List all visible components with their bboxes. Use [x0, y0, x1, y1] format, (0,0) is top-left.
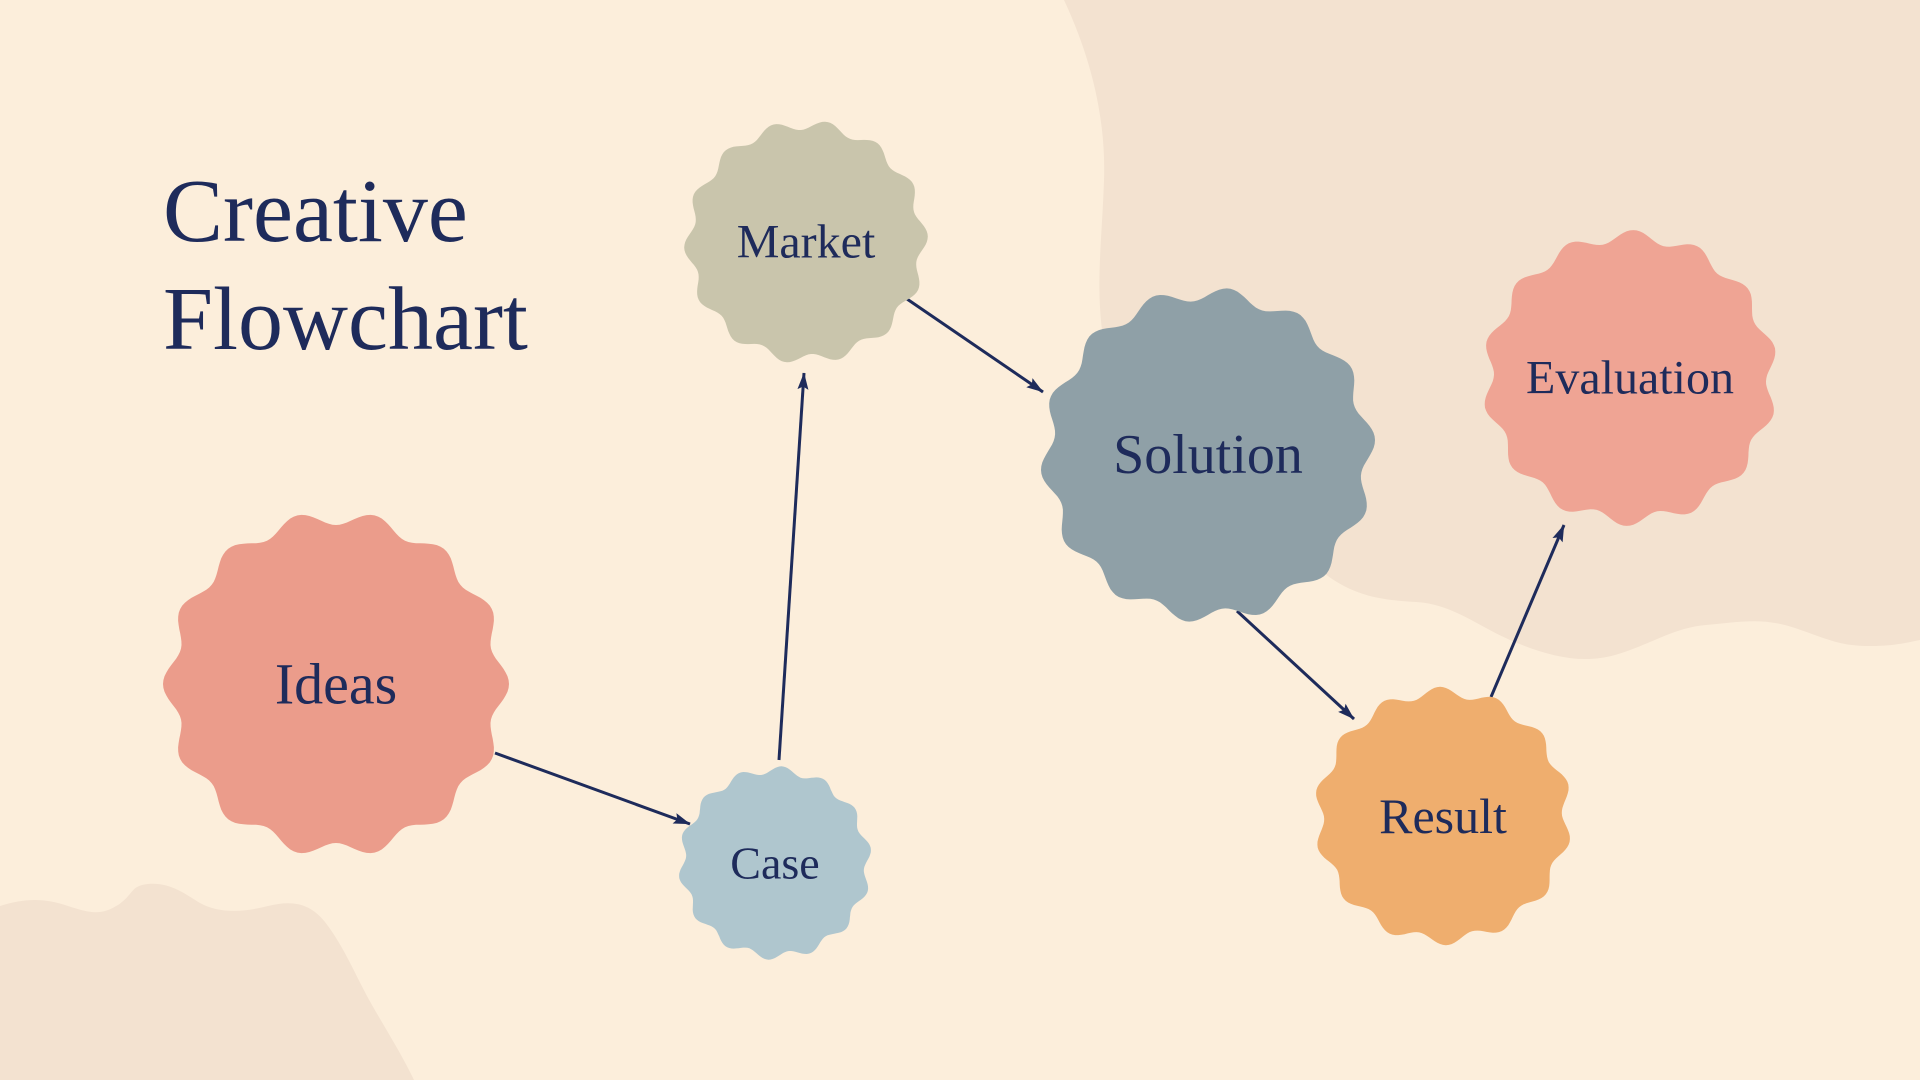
node-solution	[1041, 288, 1375, 622]
node-result	[1316, 686, 1570, 946]
node-ideas-label: Ideas	[275, 652, 397, 717]
background-blob-bottom-left	[0, 883, 414, 1080]
page-title-line-2: Flowchart	[163, 270, 528, 369]
arrow-result-evaluation	[1489, 524, 1566, 698]
arrow-market-solution	[906, 297, 1044, 394]
node-case	[679, 766, 871, 960]
node-evaluation-label: Evaluation	[1526, 352, 1734, 405]
page-title-line-1: Creative	[163, 162, 468, 261]
node-ideas	[163, 514, 509, 854]
arrow-solution-result	[1235, 609, 1356, 721]
arrow-ideas-case	[494, 751, 691, 826]
page-title: Creative Flowchart	[163, 158, 528, 374]
node-case-label: Case	[730, 838, 819, 889]
arrow-case-market	[777, 372, 809, 761]
node-evaluation	[1484, 230, 1776, 526]
node-market	[684, 121, 928, 363]
node-result-label: Result	[1379, 788, 1507, 844]
node-solution-label: Solution	[1113, 424, 1303, 486]
node-market-label: Market	[737, 216, 876, 269]
